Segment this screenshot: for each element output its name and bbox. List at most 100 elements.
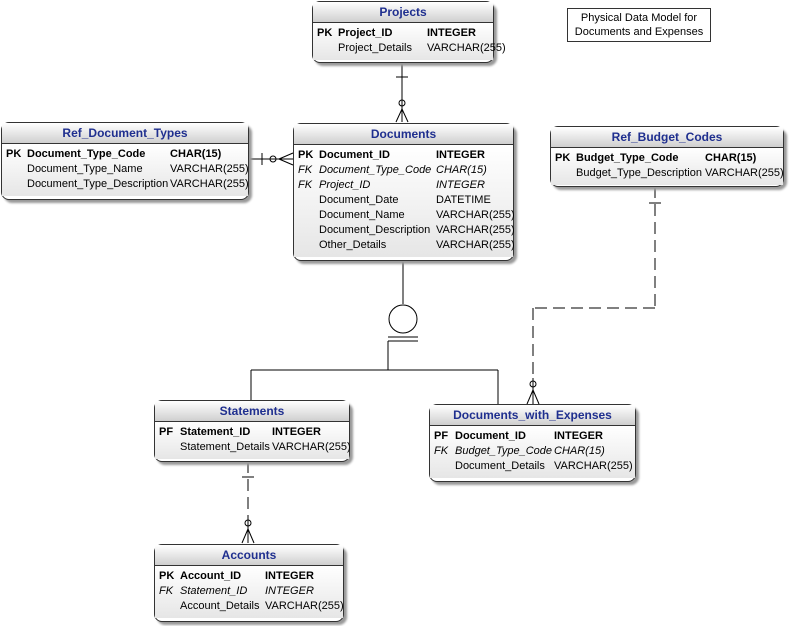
attribute-type: VARCHAR(255)	[436, 209, 515, 221]
attribute-type: CHAR(15)	[170, 148, 222, 160]
attribute-type: INTEGER	[554, 430, 603, 442]
attribute-name: Document_ID	[319, 149, 390, 161]
attribute-name: Statement_Details	[180, 441, 270, 453]
note-line-2: Documents and Expenses	[574, 26, 704, 38]
entity-title: Ref_Document_Types	[2, 123, 248, 144]
attribute-name: Budget_Type_Description	[576, 167, 702, 179]
attribute-row: Document_Date DATETIME	[297, 193, 510, 208]
key-marker: PF	[159, 426, 174, 438]
entity-attributes: PK Project_ID INTEGER Project_Details VARCHA…	[313, 23, 506, 60]
attribute-type: CHAR(15)	[436, 164, 487, 176]
attribute-type: VARCHAR(255)	[170, 178, 249, 190]
attribute-row: Account_Details VARCHAR(255)	[158, 599, 344, 614]
attribute-type: VARCHAR(255)	[272, 441, 351, 453]
attribute-row: Project_Details VARCHAR(255)	[316, 41, 506, 56]
key-marker: FK	[434, 445, 449, 457]
entity-attributes: PK Document_ID INTEGER FK Document_Type_Code…	[294, 145, 515, 257]
attribute-type: VARCHAR(255)	[170, 163, 249, 175]
attribute-name: Other_Details	[319, 239, 387, 251]
attribute-name: Statement_ID	[180, 585, 248, 597]
attribute-name: Budget_Type_Code	[576, 152, 679, 164]
attribute-type: VARCHAR(255)	[427, 42, 506, 54]
entity-title: Ref_Budget_Codes	[551, 127, 783, 148]
attribute-name: Document_Name	[319, 209, 405, 221]
attribute-name: Document_Type_Name	[27, 163, 143, 175]
attribute-name: Document_Type_Code	[27, 148, 146, 160]
attribute-type: INTEGER	[265, 585, 314, 597]
attribute-name: Project_ID	[338, 27, 393, 39]
attribute-type: INTEGER	[427, 27, 476, 39]
attribute-type: INTEGER	[436, 149, 485, 161]
attribute-type: DATETIME	[436, 194, 491, 206]
attribute-row: Document_Details VARCHAR(255)	[433, 459, 633, 474]
attribute-name: Account_Details	[180, 600, 260, 612]
attribute-type: CHAR(15)	[554, 445, 605, 457]
diagram-note: Physical Data Model for Documents and Ex…	[567, 8, 711, 42]
key-marker: PK	[298, 149, 314, 161]
attribute-type: VARCHAR(255)	[265, 600, 344, 612]
attribute-row: PK Document_ID INTEGER	[297, 148, 510, 163]
entity-title: Accounts	[155, 545, 343, 566]
attribute-type: VARCHAR(255)	[436, 224, 515, 236]
entity-title: Documents_with_Expenses	[430, 405, 635, 426]
attribute-name: Project_Details	[338, 42, 412, 54]
attribute-row: Document_Type_Name VARCHAR(255)	[5, 162, 249, 177]
key-marker: FK	[298, 179, 313, 191]
attribute-row: PK Document_Type_Code CHAR(15)	[5, 147, 245, 162]
attribute-name: Document_Details	[455, 460, 545, 472]
attribute-row: PF Statement_ID INTEGER	[158, 425, 346, 440]
attribute-row: FK Project_ID INTEGER	[297, 178, 510, 193]
attribute-name: Budget_Type_Code	[455, 445, 553, 457]
attribute-type: INTEGER	[265, 570, 314, 582]
attribute-name: Project_ID	[319, 179, 371, 191]
attribute-name: Document_ID	[455, 430, 526, 442]
attribute-type: VARCHAR(255)	[554, 460, 633, 472]
key-marker: PK	[6, 148, 22, 160]
key-marker: FK	[298, 164, 313, 176]
attribute-row: Document_Name VARCHAR(255)	[297, 208, 515, 223]
entity-attributes: PK Document_Type_Code CHAR(15) Document_Typ…	[2, 144, 249, 196]
attribute-row: PK Project_ID INTEGER	[316, 26, 490, 41]
subtype-circle	[388, 304, 418, 334]
key-marker: PK	[317, 27, 333, 39]
attribute-row: Other_Details VARCHAR(255)	[297, 238, 515, 253]
attribute-name: Document_Description	[319, 224, 431, 236]
attribute-type: VARCHAR(255)	[705, 167, 784, 179]
entity-title: Statements	[155, 401, 349, 422]
attribute-row: FK Document_Type_Code CHAR(15)	[297, 163, 510, 178]
attribute-name: Document_Type_Code	[319, 164, 432, 176]
attribute-type: VARCHAR(255)	[436, 239, 515, 251]
entity-title: Projects	[313, 2, 493, 23]
entity-title: Documents	[294, 124, 513, 145]
attribute-row: PF Document_ID INTEGER	[433, 429, 632, 444]
note-line-1: Physical Data Model for	[580, 12, 698, 24]
attribute-type: CHAR(15)	[705, 152, 757, 164]
key-marker: PF	[434, 430, 449, 442]
key-marker: PK	[555, 152, 571, 164]
attribute-type: INTEGER	[272, 426, 321, 438]
attribute-row: Document_Description VARCHAR(255)	[297, 223, 515, 238]
attribute-name: Document_Date	[319, 194, 399, 206]
attribute-type: INTEGER	[436, 179, 485, 191]
key-marker: PK	[159, 570, 175, 582]
attribute-name: Statement_ID	[180, 426, 251, 438]
attribute-name: Document_Type_Description	[27, 178, 169, 190]
attribute-row: PK Account_ID INTEGER	[158, 569, 340, 584]
attribute-name: Account_ID	[180, 570, 242, 582]
